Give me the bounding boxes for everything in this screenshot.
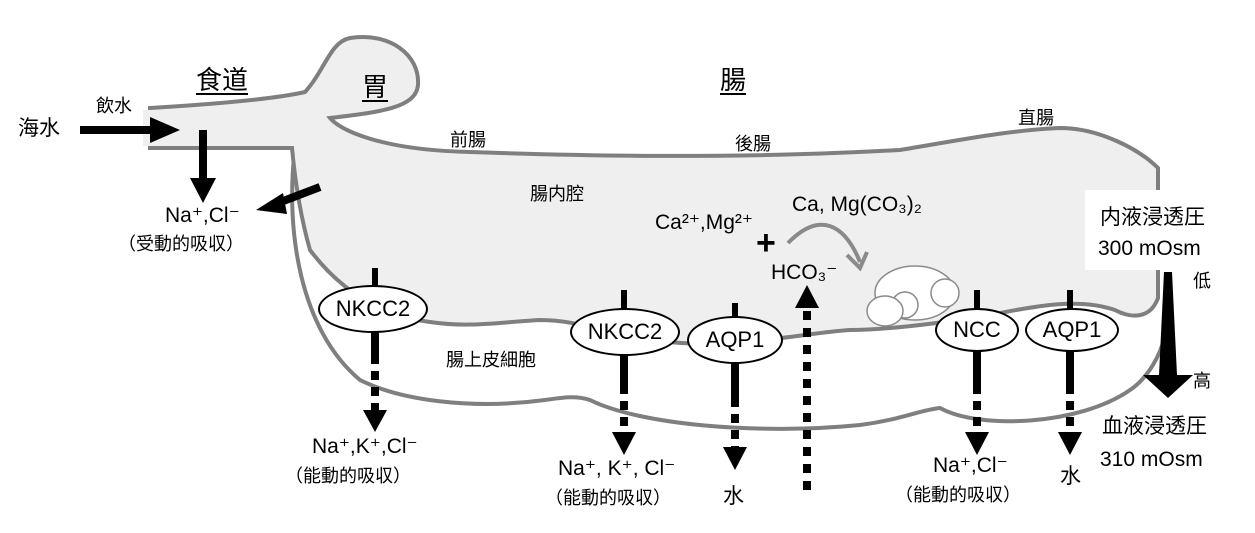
esophagus-label: 食道 [196,66,249,96]
transporter-nkcc2-posterior: NKCC2 [570,308,680,356]
transporter-ncc-rectum: NCC [935,308,1019,352]
t4-products: Na⁺,Cl⁻ [933,454,1008,477]
segment-rectum-label: 直腸 [1018,108,1054,129]
segment-posterior-label: 後腸 [735,134,771,155]
t3-arrowhead [723,447,747,470]
t5-products: 水 [1060,464,1081,488]
t1-arrowhead [363,410,387,432]
intestine-label: 腸 [720,66,747,96]
lumen-osmolarity-value: 300 mOsm [1098,237,1201,260]
lumen-osmolarity-box [1085,190,1245,270]
t4-arrowhead [965,432,989,455]
drinking-label: 飲水 [96,96,132,117]
lumen-osmolarity-label: 内液浸透圧 [1100,205,1205,229]
epithelium-outline [290,147,1171,431]
lumen-label: 腸内腔 [530,184,584,205]
precipitation-arrowhead [845,251,869,272]
plus-sign: + [756,224,776,262]
blood-osmolarity-label: 血液浸透圧 [1102,414,1207,438]
t3-products: 水 [723,484,744,508]
bicarbonate-label: HCO₃⁻ [771,261,838,284]
epithelium-label: 腸上皮細胞 [446,350,536,371]
high-label: 高 [1193,371,1211,392]
low-label: 低 [1193,271,1211,292]
osmolarity-gradient-arrow [1143,272,1193,398]
passive-note-label: （受動的吸収） [118,234,244,255]
passive-ions-label: Na⁺,Cl⁻ [165,204,240,227]
passive-arrow-stomach [276,183,322,207]
seawater-label: 海水 [18,116,60,140]
t2-arrowhead [612,432,636,455]
passive-arrowhead-esophagus [190,178,216,203]
t2-note: （能動的吸収） [545,488,671,509]
t5-arrowhead [1058,432,1082,455]
transporter-nkcc2-anterior: NKCC2 [318,285,428,333]
segment-anterior-label: 前腸 [450,130,486,151]
hco3-arrowhead [795,285,819,308]
cations-label: Ca²⁺,Mg²⁺ [655,211,754,234]
transporter-aqp1-posterior: AQP1 [687,316,783,364]
blood-osmolarity-value: 310 mOsm [1100,448,1203,471]
transporter-aqp1-rectum: AQP1 [1025,308,1119,352]
carbonate-label: Ca, Mg(CO₃)₂ [792,193,922,216]
t1-note: （能動的吸収） [285,466,411,487]
stomach-label: 胃 [362,73,389,103]
passive-arrowhead-stomach [256,193,287,214]
carbonate-precipitate [866,265,960,327]
precipitation-arrow [786,222,862,263]
intake-arrowhead [150,117,180,143]
t2-products: Na⁺, K⁺, Cl⁻ [558,457,676,480]
t1-products: Na⁺,K⁺,Cl⁻ [312,435,418,458]
t4-note: （能動的吸収） [895,485,1021,506]
